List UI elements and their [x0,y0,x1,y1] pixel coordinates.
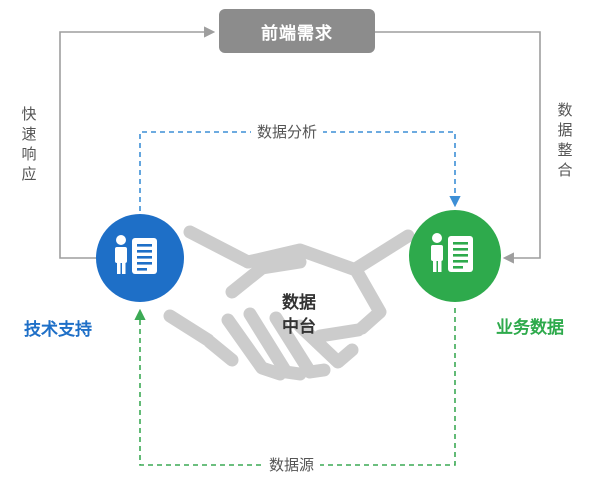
data-middle-platform-label: 数据 中台 [267,291,331,339]
data-integration-label: 数据整合 [557,101,573,179]
source-dashed-arrow [134,308,456,466]
analysis-dashed-arrow [139,131,461,211]
handshake-icon [163,225,415,381]
right-integration-arrow [375,31,541,264]
business-data-label: 业务数据 [496,318,564,338]
left-feedback-arrow [59,26,216,259]
data-analysis-label: 数据分析 [251,122,324,142]
tech-support-label: 技术支持 [24,320,92,340]
center-label-line1: 数据 [282,293,316,313]
data-source-label: 数据源 [263,455,321,475]
user-document-icon [115,235,157,274]
frontend-requirements-label: 前端需求 [261,23,333,44]
quick-response-label: 快速响应 [21,105,37,183]
center-label-line2: 中台 [282,317,316,337]
business-data-node [409,210,501,302]
frontend-requirements-box: 前端需求 [219,9,375,53]
user-document-icon [431,233,473,272]
tech-support-node [96,214,184,302]
